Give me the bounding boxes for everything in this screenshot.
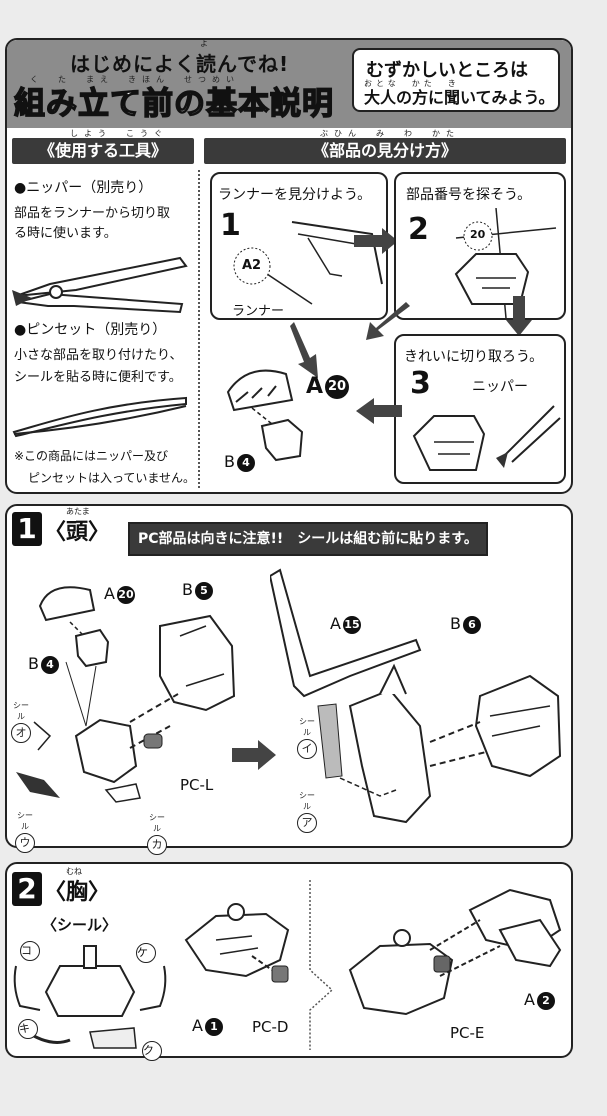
arrow-3-to-result bbox=[356, 398, 402, 424]
chest-seal-illustration bbox=[13, 945, 167, 1049]
step1-title-ruby: あたま bbox=[66, 507, 90, 516]
title-basic-explanation: 組み立て前の基本説明 bbox=[13, 85, 334, 123]
seal-ke: ケ bbox=[136, 943, 156, 963]
label-a15-number: 15 bbox=[342, 615, 361, 634]
chest-assembly-right-illustration bbox=[348, 888, 562, 1016]
chest-divider bbox=[309, 880, 334, 1050]
label-pc-d: PC-D bbox=[252, 1018, 289, 1036]
head-assembly-right-illustration bbox=[270, 568, 562, 824]
step1-number: 1 bbox=[12, 512, 42, 546]
parts-bar: 《部品の見分け方》 bbox=[204, 138, 566, 164]
label-b4-number: 4 bbox=[40, 655, 59, 674]
label-b6-number: 6 bbox=[462, 615, 481, 634]
step1-num: 1 bbox=[220, 208, 241, 243]
seal-heading: 〈シール〉 bbox=[42, 916, 118, 934]
parts-ruby: ぶひん み わ かた bbox=[320, 129, 460, 138]
nipper-illustration bbox=[12, 256, 188, 314]
result-head-parts-illustration bbox=[226, 369, 304, 462]
seal-ku: ク bbox=[142, 1041, 162, 1061]
label-a20-number: 20 bbox=[116, 585, 135, 604]
seal-ko: コ bbox=[20, 941, 40, 961]
step3-cut-box: きれいに切り取ろう。 3 ニッパー bbox=[394, 334, 566, 484]
seal-o: シールオ bbox=[10, 700, 32, 743]
arrow-1-to-result bbox=[290, 322, 318, 378]
step2-title-ruby: むね bbox=[66, 867, 82, 876]
tools-bar: 《使用する工具》 bbox=[12, 138, 194, 164]
tweezers-desc-1: 小さな部品を取り付けたり、 bbox=[14, 348, 183, 363]
tools-ruby: しよう こうぐ bbox=[70, 129, 168, 138]
step2-title: 〈胸〉 bbox=[44, 880, 111, 905]
ruby-title: く た まえ きほん せつめい bbox=[30, 75, 240, 84]
arrow-2-to-3 bbox=[506, 296, 532, 336]
step1-text: ランナーを見分けよう。 bbox=[218, 187, 372, 203]
label-a1-number: 1 bbox=[204, 1017, 223, 1036]
step2-number: 2 bbox=[12, 872, 42, 906]
tweezers-title: ●ピンセット（別売り） bbox=[14, 322, 167, 338]
tweezers-desc-2: シールを貼る時に便利です。 bbox=[14, 370, 182, 385]
ask-ruby: おとな かた き bbox=[364, 79, 460, 88]
step3-num: 3 bbox=[410, 366, 431, 401]
notice-1: ※この商品にはニッパー及び bbox=[14, 449, 169, 463]
result-b-number: 4 bbox=[236, 453, 255, 472]
step2-tag: 20 bbox=[470, 228, 486, 241]
step3-text: きれいに切り取ろう。 bbox=[404, 349, 544, 365]
step2-num: 2 bbox=[408, 212, 429, 247]
label-a2-number: 2 bbox=[536, 991, 555, 1010]
head-assembly-left-illustration bbox=[16, 586, 236, 803]
arrow-1-to-2 bbox=[354, 228, 398, 254]
label-b5-number: 5 bbox=[194, 581, 213, 600]
ruby-read: よ bbox=[200, 39, 208, 48]
ask-line1: むずかしいところは bbox=[366, 60, 528, 81]
ask-line2: 大人の方に聞いてみよう。 bbox=[364, 88, 555, 107]
arrow-head-step bbox=[232, 740, 276, 770]
arrow-2-to-result bbox=[366, 302, 410, 340]
seal-ka: シールカ bbox=[146, 812, 168, 855]
step1-note: PC部品は向きに注意!! シールは組む前に貼ります。 bbox=[128, 522, 488, 556]
nipper-title: ●ニッパー（別売り） bbox=[14, 180, 153, 196]
tweezers-illustration bbox=[12, 396, 187, 438]
step2-part-box: 部品番号を探そう。 2 20 bbox=[394, 172, 566, 320]
chest-assembly-left-illustration bbox=[184, 903, 290, 983]
label-pc-e: PC-E bbox=[450, 1024, 485, 1042]
label-pc-l: PC-L bbox=[180, 776, 214, 794]
cut-part-illustration bbox=[412, 405, 561, 471]
seal-i: シールイ bbox=[296, 716, 318, 759]
part-on-runner-illustration bbox=[454, 208, 557, 318]
step3-nipper-label: ニッパー bbox=[472, 379, 528, 395]
nipper-desc-1: 部品をランナーから切り取 bbox=[14, 206, 171, 221]
result-a-number: 20 bbox=[325, 375, 350, 399]
step1-tag: A2 bbox=[242, 258, 262, 273]
step2-chest-panel bbox=[5, 862, 573, 1058]
step1-title: 〈頭〉 bbox=[44, 520, 111, 545]
ask-adult-box: むずかしいところは おとな かた き 大人の方に聞いてみよう。 bbox=[352, 48, 560, 112]
nipper-desc-2: る時に使います。 bbox=[14, 226, 117, 241]
seal-a: シールア bbox=[296, 790, 318, 833]
title-read-first: はじめによく読んでね! bbox=[70, 52, 290, 76]
step1-runner-label: ランナー bbox=[232, 304, 285, 319]
notice-2: ピンセットは入っていません。 bbox=[28, 471, 196, 485]
step1-head-panel bbox=[5, 504, 573, 848]
tools-divider bbox=[198, 170, 200, 488]
step2-text: 部品番号を探そう。 bbox=[406, 187, 532, 203]
seal-ki: キ bbox=[18, 1019, 38, 1039]
seal-u: シールウ bbox=[14, 810, 36, 853]
